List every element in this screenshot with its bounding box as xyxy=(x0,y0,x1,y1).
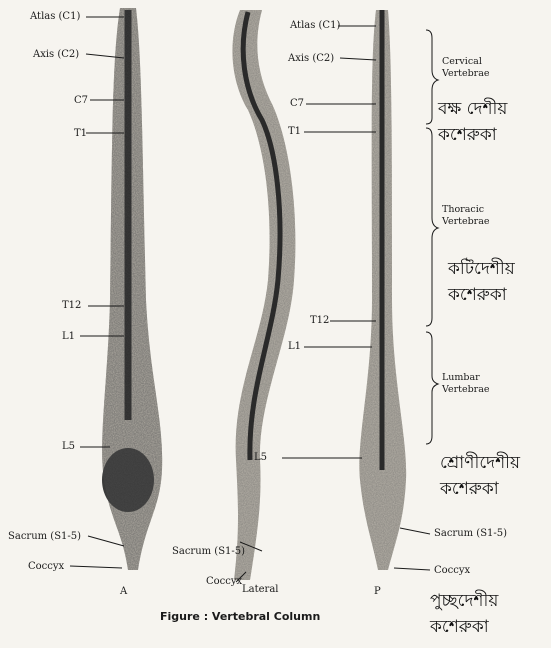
anterior-label-l5: L5 xyxy=(62,441,75,452)
lateral-label-coccyx: Coccyx xyxy=(206,576,242,587)
anterior-label-t12: T12 xyxy=(62,300,81,311)
anterior-label-coccyx: Coccyx xyxy=(28,561,64,572)
posterior-label-sacrum: Sacrum (S1-5) xyxy=(434,528,507,539)
lateral-label-t1: T1 xyxy=(288,126,301,137)
anterior-label-atlas: Atlas (C1) xyxy=(30,11,80,22)
lateral-view-spine xyxy=(200,0,320,590)
figure-caption: Figure : Vertebral Column xyxy=(160,610,320,623)
posterior-label-coccyx: Coccyx xyxy=(434,565,470,576)
anterior-view-spine xyxy=(90,0,180,580)
lateral-label-c7: C7 xyxy=(290,98,304,109)
region-coccygeal-bengali: পুচ্ছদেশীয় কশেরুকা xyxy=(430,588,540,640)
region-cervical-english: Cervical Vertebrae xyxy=(442,56,512,80)
anterior-label-axis: Axis (C2) xyxy=(33,49,79,60)
lateral-label-axis: Axis (C2) xyxy=(288,53,334,64)
lateral-label-sacrum: Sacrum (S1-5) xyxy=(172,546,245,557)
posterior-view-spine xyxy=(340,0,430,580)
region-thoracic-bengali: কটিদেশীয় কশেরুকা xyxy=(448,256,548,308)
lateral-label-l1: L1 xyxy=(288,341,301,352)
lateral-label-t12: T12 xyxy=(310,315,329,326)
view-label-posterior: P xyxy=(374,586,381,597)
region-thoracic-english: Thoracic Vertebrae xyxy=(442,204,512,228)
view-label-lateral: Lateral xyxy=(242,584,278,595)
anterior-label-t1: T1 xyxy=(74,128,87,139)
anterior-label-sacrum: Sacrum (S1-5) xyxy=(8,531,81,542)
lateral-label-l5: L5 xyxy=(254,452,267,463)
region-lumbar-english: Lumbar Vertebrae xyxy=(442,372,512,396)
anterior-label-l1: L1 xyxy=(62,331,75,342)
view-label-anterior: A xyxy=(120,586,127,597)
region-lumbar-bengali: শ্রোণীদেশীয় কশেরুকা xyxy=(440,450,550,502)
anterior-label-c7: C7 xyxy=(74,95,88,106)
lateral-label-atlas: Atlas (C1) xyxy=(290,20,340,31)
region-cervical-bengali: বক্ষ দেশীয় কশেরুকা xyxy=(438,96,548,148)
